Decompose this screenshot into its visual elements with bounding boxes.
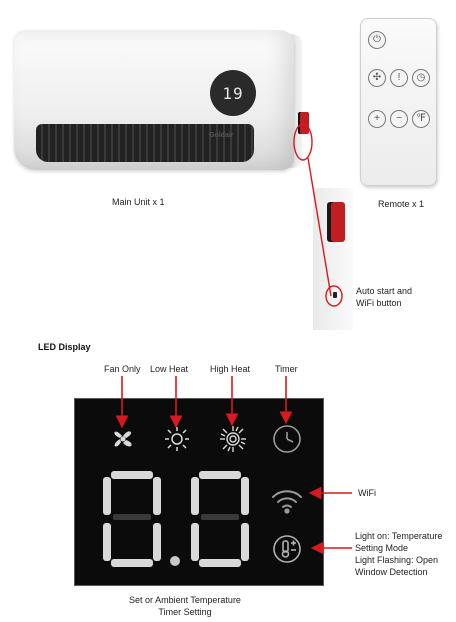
auto-start-label-line2: WiFi button xyxy=(356,298,402,308)
temperature-setting-icon xyxy=(273,535,301,563)
bottom-label-line2: Timer Setting xyxy=(158,607,212,617)
led-display-image xyxy=(74,398,324,586)
temperature-mode-label: Light on: Temperature Setting Mode Light… xyxy=(355,530,442,578)
remote-plus-icon: + xyxy=(368,110,386,128)
remote-fan-icon: ✣ xyxy=(368,69,386,87)
remote-image: ⏻ ✣ ! ◷ + − ℉ xyxy=(360,18,437,186)
auto-start-label: Auto start and WiFi button xyxy=(356,285,412,309)
temp-label-line1: Light on: Temperature xyxy=(355,531,443,541)
label-timer: Timer xyxy=(275,364,298,374)
timer-icon xyxy=(273,425,301,453)
main-unit-image: 19 Goldair xyxy=(14,20,309,180)
heater-vent-grille xyxy=(36,124,254,162)
bottom-label-line1: Set or Ambient Temperature xyxy=(129,595,241,605)
zoom-highlight-circle xyxy=(325,285,343,307)
remote-caption: Remote x 1 xyxy=(378,199,425,209)
remote-heat-icon: ! xyxy=(390,69,408,87)
zoom-rocker-switch xyxy=(331,202,345,242)
auto-start-button-hole xyxy=(333,292,337,298)
temp-label-line4: Window Detection xyxy=(355,567,428,577)
digit-left xyxy=(103,471,161,567)
auto-start-label-line1: Auto start and xyxy=(356,286,413,296)
digit-display-label: Set or Ambient Temperature Timer Setting xyxy=(110,594,260,618)
label-low-heat: Low Heat xyxy=(150,364,189,374)
auto-start-highlight-circle xyxy=(293,123,313,161)
temp-label-line3: Light Flashing: Open xyxy=(355,555,439,565)
label-fan-only: Fan Only xyxy=(104,364,141,374)
high-heat-icon xyxy=(220,426,246,452)
decimal-point xyxy=(170,556,180,566)
wifi-icon xyxy=(272,490,302,514)
temp-label-line2: Setting Mode xyxy=(355,543,409,553)
led-display-heading: LED Display xyxy=(38,342,91,352)
heater-brand-logo: Goldair xyxy=(209,132,234,139)
heater-display: 19 xyxy=(210,70,256,116)
remote-minus-icon: − xyxy=(390,110,408,128)
zoom-callout-line xyxy=(307,157,332,297)
remote-timer-icon: ◷ xyxy=(412,69,430,87)
label-high-heat: High Heat xyxy=(210,364,251,374)
label-wifi: WiFi xyxy=(358,488,376,498)
remote-thermometer-icon: ℉ xyxy=(412,110,430,128)
main-unit-caption: Main Unit x 1 xyxy=(112,197,165,207)
heater-rocker-switch xyxy=(300,112,309,134)
remote-power-icon: ⏻ xyxy=(368,31,386,49)
digit-right xyxy=(191,471,249,567)
fan-icon xyxy=(114,431,132,447)
